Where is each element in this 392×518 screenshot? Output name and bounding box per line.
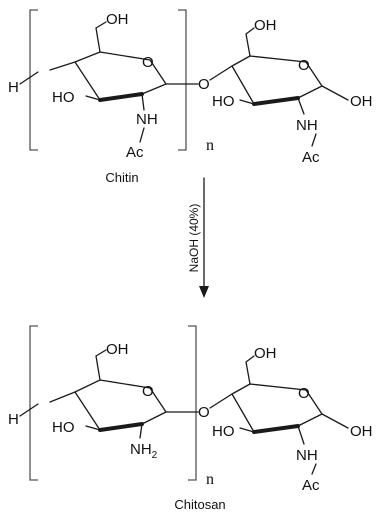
ac-unit1: Ac bbox=[126, 144, 144, 161]
chitosan-structure: H O OH HO NH2 O O OH HO NH Ac bbox=[8, 325, 373, 512]
ring-unit1-front-bond bbox=[98, 92, 144, 102]
ring-unit2-front-bond bbox=[252, 96, 300, 106]
chitosan-label: Chitosan bbox=[174, 497, 225, 512]
ho-unit2-2: HO bbox=[212, 423, 235, 440]
ring-oxygen-unit2-2: O bbox=[298, 385, 310, 402]
bond-c2-n-unit2-2 bbox=[297, 425, 305, 445]
chitin-structure: H O OH HO NH Ac O O OH HO NH bbox=[8, 9, 373, 185]
nh-unit1: NH bbox=[136, 111, 158, 128]
bond-n-ac-unit1 bbox=[139, 127, 145, 143]
bond-c5-ch2-unit2-2 bbox=[245, 355, 255, 385]
bond-c1-oh-unit2 bbox=[321, 85, 349, 101]
repeat-index-chitosan: n bbox=[206, 471, 214, 488]
amine-group: NH2 bbox=[130, 441, 158, 461]
bond-o-c4-unit2-2 bbox=[209, 393, 233, 409]
bond-c2-n-unit2 bbox=[297, 97, 305, 115]
bond-o-c4-unit2 bbox=[209, 65, 233, 81]
ac-unit2-2: Ac bbox=[302, 477, 320, 494]
ho-unit1-2: HO bbox=[52, 419, 75, 436]
ring-oxygen-unit2: O bbox=[298, 57, 310, 74]
ring-oxygen-unit1-2: O bbox=[142, 383, 154, 400]
bond-c5-ch2-unit1 bbox=[95, 21, 107, 53]
bond-c5-ch2-unit1-2 bbox=[95, 349, 107, 381]
glycosidic-oxygen: O bbox=[198, 76, 210, 93]
bond-c2-n-unit1 bbox=[141, 93, 145, 111]
ring-unit1-front-bond-2 bbox=[98, 422, 144, 432]
oh-ch2-unit1: OH bbox=[106, 11, 129, 28]
ac-unit2: Ac bbox=[302, 149, 320, 166]
ring-unit2-front-bond-2 bbox=[252, 424, 300, 434]
chitin-label: Chitin bbox=[105, 170, 138, 185]
bond-c3-oh-unit2-2 bbox=[239, 427, 255, 433]
bond-c5-ch2-unit2 bbox=[245, 27, 255, 57]
anomeric-oh-unit2-2: OH bbox=[350, 423, 373, 440]
bond-h-o bbox=[19, 71, 39, 85]
nh-unit2-2: NH bbox=[296, 447, 318, 464]
bond-n-ac-unit2-2 bbox=[311, 463, 317, 475]
bond-c3-oh-unit1 bbox=[85, 95, 101, 101]
ho-unit1: HO bbox=[52, 89, 75, 106]
bond-o-c4-2 bbox=[49, 391, 76, 403]
reaction-arrow-group: NaOH (40%) bbox=[187, 177, 209, 298]
bond-c2-nh2 bbox=[139, 423, 143, 439]
oh-ch2-unit2: OH bbox=[254, 17, 277, 34]
bond-o-c4 bbox=[49, 61, 76, 71]
ho-unit2: HO bbox=[212, 93, 235, 110]
repeat-index-chitin: n bbox=[206, 137, 214, 154]
repeat-bracket-right-2 bbox=[188, 325, 197, 481]
ring-oxygen-unit1: O bbox=[142, 54, 154, 71]
repeat-bracket-left-2 bbox=[29, 325, 38, 481]
bond-n-ac-unit2 bbox=[311, 133, 317, 147]
end-group-h: H bbox=[8, 79, 19, 96]
repeat-bracket-left bbox=[29, 9, 38, 151]
oh-ch2-unit2-2: OH bbox=[254, 345, 277, 362]
end-group-h-2: H bbox=[8, 411, 19, 428]
bond-h-o-2 bbox=[19, 403, 39, 417]
nh-unit2: NH bbox=[296, 117, 318, 134]
bond-c1-oh-unit2-2 bbox=[321, 413, 349, 429]
reagent-label: NaOH (40%) bbox=[187, 204, 201, 273]
oh-ch2-unit1-2: OH bbox=[106, 341, 129, 358]
bond-c3-oh-unit2 bbox=[239, 99, 255, 105]
anomeric-oh-unit2: OH bbox=[350, 93, 373, 110]
reaction-arrow-head bbox=[199, 286, 209, 298]
repeat-bracket-right bbox=[178, 9, 187, 151]
bond-c3-oh-unit1-2 bbox=[85, 425, 101, 431]
glycosidic-oxygen-2: O bbox=[198, 404, 210, 421]
